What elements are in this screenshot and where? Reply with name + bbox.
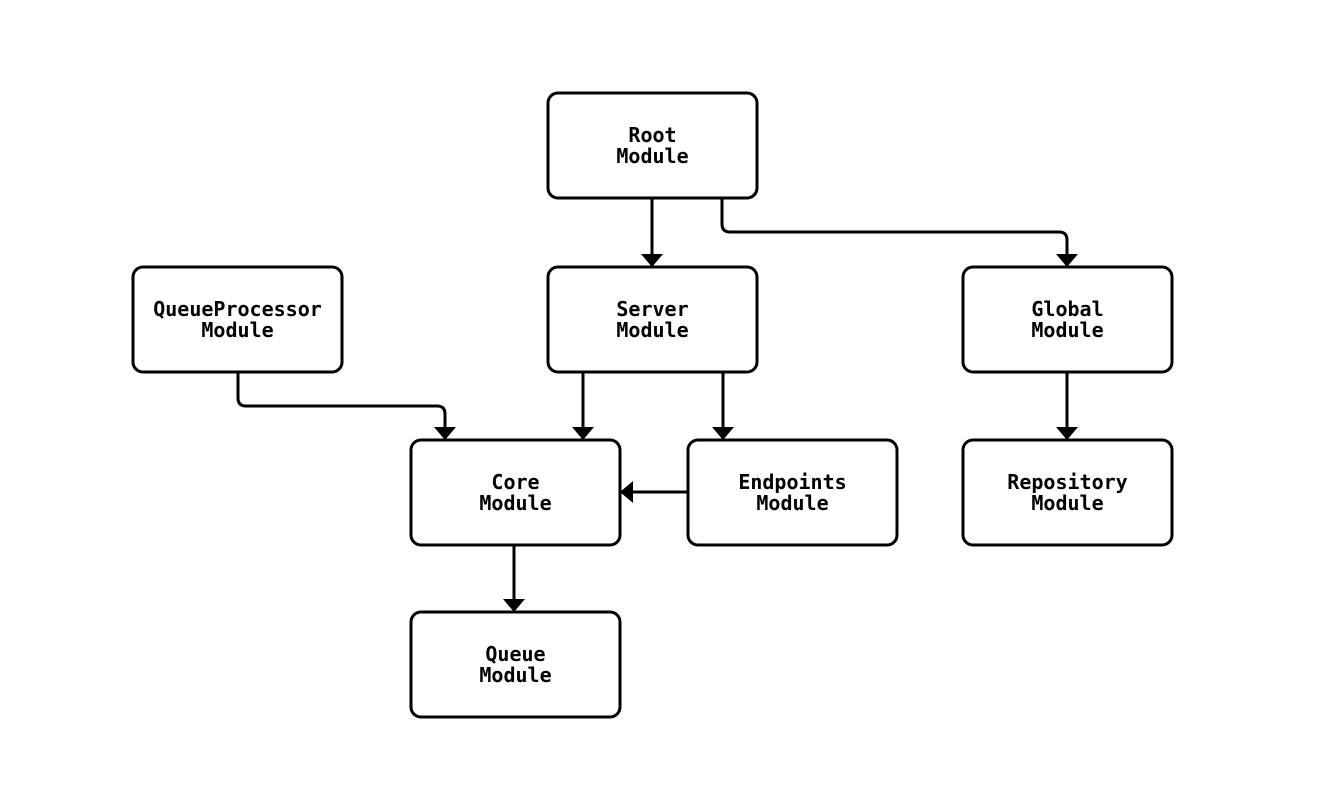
node-label-line: Module: [201, 318, 273, 342]
node-label-line: Repository: [1007, 470, 1127, 494]
edge-endpoints-to-core: [620, 481, 688, 503]
edge-core-to-queue: [503, 545, 525, 612]
node-label-line: Endpoints: [738, 470, 846, 494]
arrowhead-icon: [434, 427, 456, 440]
node-label-line: Global: [1031, 297, 1103, 321]
edge-root-to-server: [641, 198, 663, 267]
edge-queueprocessor-to-core: [236, 372, 456, 440]
edge-global-to-repository: [1056, 372, 1078, 440]
edge-server-to-core: [572, 372, 594, 440]
arrowhead-icon: [712, 427, 734, 440]
node-label-line: Server: [616, 297, 688, 321]
arrowhead-icon: [641, 254, 663, 267]
edge-root-to-global: [720, 198, 1078, 267]
node-label-line: Module: [479, 491, 551, 515]
node-label-line: Module: [616, 144, 688, 168]
node-label-line: QueueProcessor: [153, 297, 322, 321]
arrowhead-icon: [1056, 427, 1078, 440]
node-label-line: Module: [479, 663, 551, 687]
node-label-line: Module: [616, 318, 688, 342]
node-label-line: Module: [1031, 318, 1103, 342]
arrowhead-icon: [503, 599, 525, 612]
edge-line: [720, 198, 1069, 267]
node-label-line: Module: [1031, 491, 1103, 515]
edge-line: [236, 372, 447, 440]
arrowhead-icon: [572, 427, 594, 440]
node-label-line: Module: [756, 491, 828, 515]
node-label-line: Queue: [485, 642, 545, 666]
edge-server-to-endpoints: [712, 372, 734, 440]
arrowhead-icon: [1056, 254, 1078, 267]
node-label-line: Core: [491, 470, 539, 494]
node-label-line: Root: [628, 123, 676, 147]
arrowhead-icon: [620, 481, 633, 503]
